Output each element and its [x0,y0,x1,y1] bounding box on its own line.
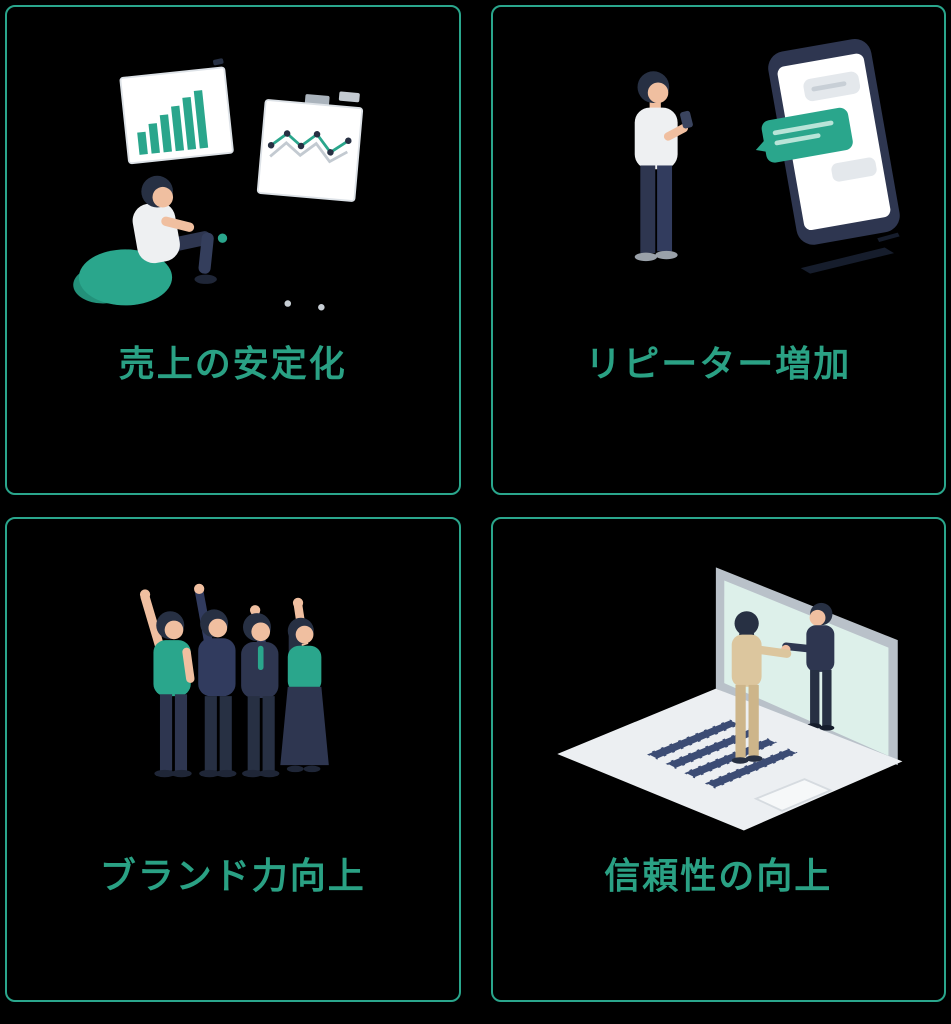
charts-presentation-illustration-svg [72,58,363,311]
smartphone-chat-illustration-svg [634,38,900,274]
laptop-handshake-illustration-svg [557,567,903,831]
laptop-screen [715,567,898,766]
laptop-base [557,688,903,831]
team-member-4 [279,597,329,773]
base-person [731,611,792,764]
brand-power-illustration [7,519,459,849]
card-label-brand-power: ブランド力向上 [99,856,366,897]
standing-person [634,71,693,262]
card-label-sales-stability: 売上の安定化 [118,344,347,385]
gray-dot [317,303,325,311]
line-chart-board [256,91,363,202]
card-brand-power: ブランド力向上 [5,517,461,1002]
team-member-2 [193,583,237,778]
team-member-3 [240,605,279,778]
dark-marker [212,58,224,66]
trust-improvement-illustration [493,519,945,849]
card-trust-improvement: 信頼性の向上 [490,517,946,1002]
phone-shadow [800,247,895,274]
repeat-customers-illustration [493,7,945,337]
smartphone [755,38,900,245]
sitting-person [72,175,217,306]
card-label-trust-improvement: 信頼性の向上 [604,856,833,897]
teal-dot [217,233,227,243]
phone-shadow-dash [877,232,900,242]
card-repeat-customers: リピーター増加 [490,5,946,495]
card-label-repeat-customers: リピーター増加 [585,344,852,385]
sales-stability-illustration [7,7,459,337]
gray-dot [284,300,291,307]
team-member-1 [139,589,195,778]
team-cheering-illustration-svg [139,583,329,778]
bar-chart-board [119,66,234,165]
trackpad [753,778,834,812]
card-sales-stability: 売上の安定化 [5,5,461,495]
